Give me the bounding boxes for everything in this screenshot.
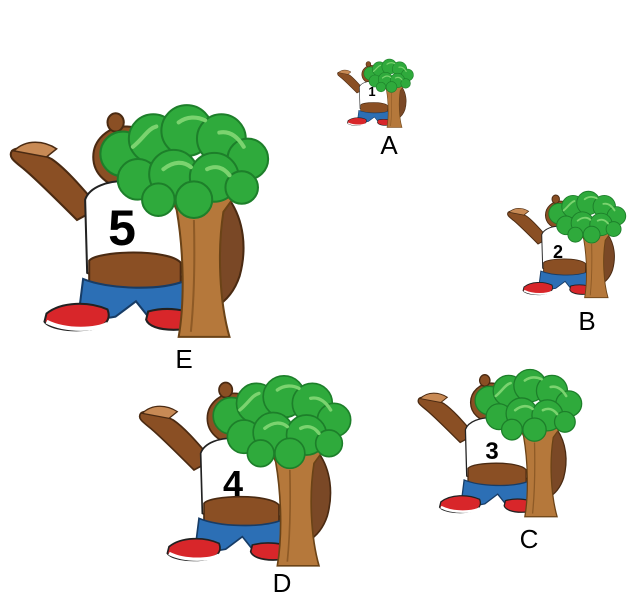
figure-number: 2	[552, 242, 563, 262]
figure-label-d: D	[272, 568, 292, 598]
beaver-tree-icon	[504, 188, 628, 300]
figure-label-e: E	[175, 344, 193, 374]
beaver-figure-e[interactable]: 5	[2, 98, 274, 342]
beaver-figure-a[interactable]: 1	[336, 57, 414, 129]
figure-number: 4	[222, 463, 244, 504]
figure-number: 1	[368, 84, 376, 99]
figure-number: 3	[485, 438, 499, 465]
figure-number: 5	[108, 200, 136, 256]
figure-label-c: C	[519, 524, 539, 554]
beaver-figure-d[interactable]: 4	[133, 370, 355, 570]
figure-label-b: B	[578, 306, 596, 336]
beaver-figure-b[interactable]: 2	[504, 188, 628, 300]
figure-label-a: A	[380, 130, 398, 160]
beaver-figure-c[interactable]: 3	[410, 365, 588, 520]
